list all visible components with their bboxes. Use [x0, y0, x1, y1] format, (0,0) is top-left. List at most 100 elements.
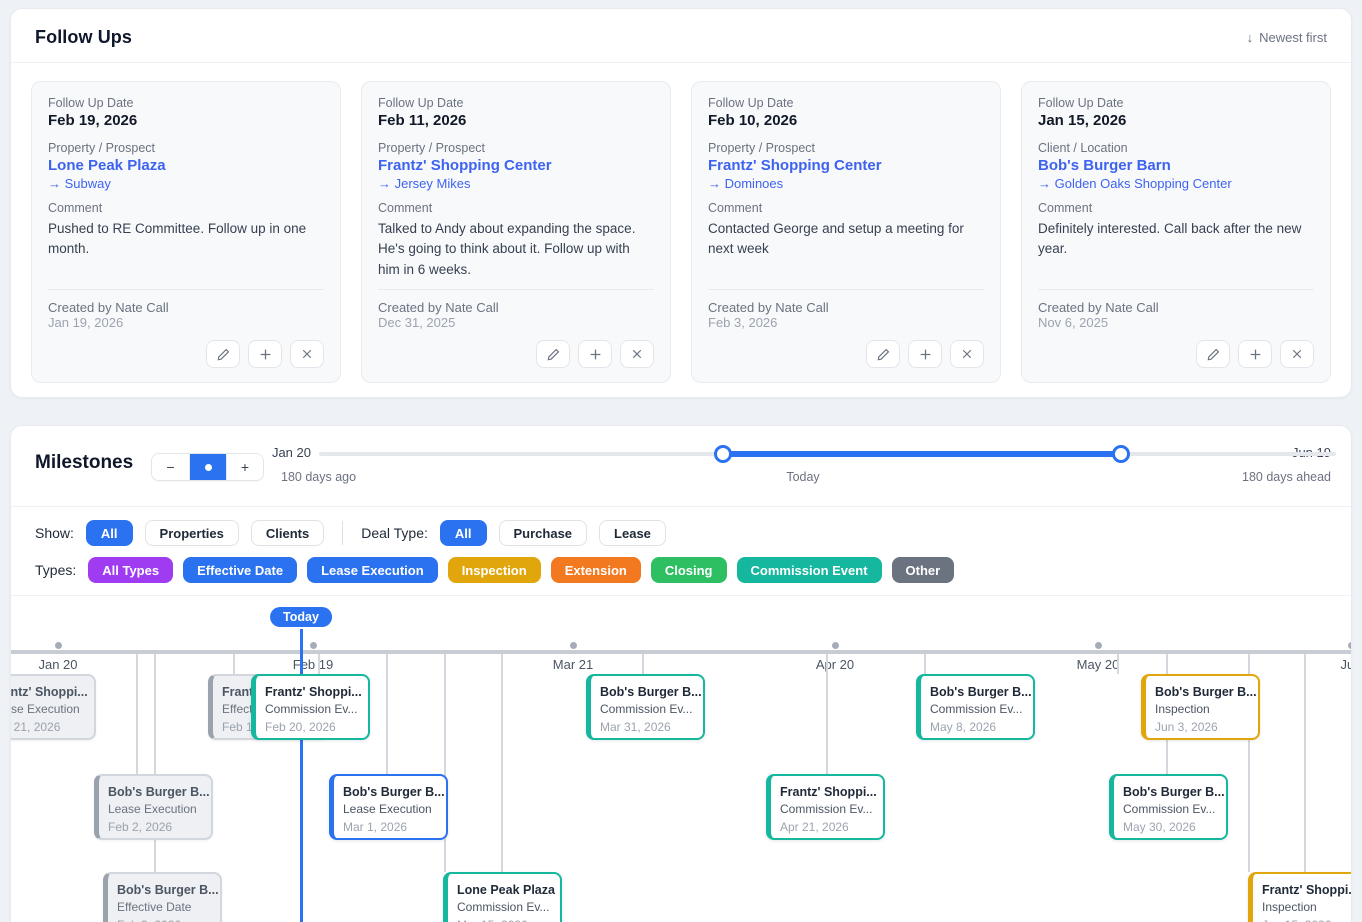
edit-button[interactable] [536, 340, 570, 368]
event-title: Bob's Burger B... [600, 685, 702, 699]
type-filter-chip[interactable]: All Types [88, 557, 174, 583]
month-tick-dot [570, 642, 577, 649]
zoom-reset-button[interactable] [189, 454, 226, 480]
milestone-event-card[interactable]: Bob's Burger B... Commission Ev... Mar 31,… [586, 674, 705, 740]
follow-up-date-label: Follow Up Date [1038, 96, 1124, 110]
type-filter-chip[interactable]: Other [891, 557, 955, 583]
type-filter-chip[interactable]: Extension [550, 557, 641, 583]
secondary-link[interactable]: → Dominoes [708, 176, 784, 191]
deal-type-filter-chip[interactable]: Purchase [498, 520, 588, 546]
add-button[interactable] [1238, 340, 1272, 368]
card-divider [48, 289, 324, 290]
created-by: Created by Nate Call [1038, 300, 1159, 315]
edit-button[interactable] [1196, 340, 1230, 368]
type-filter-chip[interactable]: Closing [650, 557, 727, 583]
primary-link[interactable]: Lone Peak Plaza [48, 157, 166, 174]
range-slider-handle-right[interactable] [1112, 445, 1130, 463]
types-filter-row: Types: All Types Effective Date Lease Exec… [35, 557, 1327, 583]
event-type: Effective Date [117, 900, 192, 915]
relation-label: Property / Prospect [708, 141, 815, 155]
zoom-in-button[interactable]: + [226, 454, 263, 480]
edit-button[interactable] [206, 340, 240, 368]
card-actions [378, 340, 654, 368]
event-connector-line [501, 654, 503, 872]
created-date: Dec 31, 2025 [378, 315, 456, 330]
event-date: Apr 21, 2026 [780, 819, 849, 834]
type-filter-chip[interactable]: Lease Execution [307, 557, 438, 583]
milestone-event-card[interactable]: Frantz' Shoppi...Lease ExecutionJan 21, … [11, 674, 96, 740]
sort-toggle[interactable]: ↓ Newest first [1247, 30, 1327, 45]
event-connector-line [1117, 654, 1119, 674]
plus-icon [259, 348, 272, 361]
show-filter-chip[interactable]: Properties [144, 520, 239, 546]
month-tick-dot [55, 642, 62, 649]
month-label: Feb 19 [292, 657, 334, 672]
event-connector-line [233, 654, 235, 674]
delete-button[interactable] [290, 340, 324, 368]
milestone-event-card[interactable]: Bob's Burger B...Commission Ev...May 30,… [1109, 774, 1228, 840]
milestone-event-card[interactable]: Frantz' Shoppi...Commission Ev...Apr 21,… [766, 774, 885, 840]
follow-up-date-label: Follow Up Date [378, 96, 464, 110]
types-filter-label: Types: [35, 562, 77, 578]
card-actions [48, 340, 324, 368]
created-date: Feb 3, 2026 [708, 315, 778, 330]
pencil-icon [1207, 348, 1220, 361]
delete-button[interactable] [1280, 340, 1314, 368]
type-filter-chip[interactable]: Inspection [447, 557, 541, 583]
event-title: Bob's Burger B... [108, 785, 210, 799]
show-filter-chip[interactable]: All [85, 520, 133, 546]
primary-link[interactable]: Bob's Burger Barn [1038, 157, 1171, 174]
month-tick-dot [1348, 642, 1351, 649]
deal-type-filter-chip[interactable]: All [439, 520, 487, 546]
close-icon [631, 348, 643, 360]
event-connector-line [642, 654, 644, 674]
add-button[interactable] [248, 340, 282, 368]
event-date: Mar 31, 2026 [600, 719, 671, 734]
edit-button[interactable] [866, 340, 900, 368]
follow-up-date-label: Follow Up Date [708, 96, 794, 110]
delete-button[interactable] [620, 340, 654, 368]
comment-label: Comment [48, 201, 103, 215]
zoom-out-button[interactable]: − [152, 454, 189, 480]
deal-type-filter-chip[interactable]: Lease [599, 520, 666, 546]
event-date: Feb 3, 2026 [117, 917, 211, 922]
deal-type-filter-label: Deal Type: [361, 525, 428, 541]
relation-label: Client / Location [1038, 141, 1128, 155]
type-filter-chip[interactable]: Effective Date [183, 557, 298, 583]
close-icon [1291, 348, 1303, 360]
dot-icon [204, 463, 212, 471]
range-slider-selected[interactable] [723, 451, 1121, 457]
comment-text: Definitely interested. Call back after t… [1038, 221, 1302, 257]
follow-up-date: Jan 15, 2026 [1038, 112, 1127, 129]
delete-button[interactable] [950, 340, 984, 368]
range-slider-handle-left[interactable] [714, 445, 732, 463]
primary-link[interactable]: Frantz' Shopping Center [378, 157, 552, 174]
created-date: Jan 19, 2026 [48, 315, 124, 330]
milestone-event-card[interactable]: Bob's Burger B...Commission Ev...May 8, … [916, 674, 1035, 740]
type-filter-chip[interactable]: Commission Event [736, 557, 882, 583]
secondary-link[interactable]: → Jersey Mikes [378, 176, 471, 191]
add-button[interactable] [908, 340, 942, 368]
secondary-link[interactable]: → Subway [48, 176, 111, 191]
event-type: Commission Ev... [930, 702, 1023, 717]
event-title: Bob's Burger B... [343, 785, 445, 799]
show-filter-chip[interactable]: Clients [250, 520, 325, 546]
event-type: Commission Ev... [1123, 802, 1216, 817]
event-type: Commission Ev... [600, 702, 693, 717]
milestones-header: Milestones − + Jan 20 180 days ago Jun 1… [11, 426, 1351, 506]
secondary-link[interactable]: → Golden Oaks Shopping Center [1038, 176, 1232, 191]
primary-link[interactable]: Frantz' Shopping Center [708, 157, 882, 174]
today-marker: Today [270, 607, 332, 627]
milestone-event-card[interactable]: Frantz' Shoppi...Commission Ev...Feb 20,… [251, 674, 370, 740]
event-title: Bob's Burger B... [1155, 685, 1257, 699]
range-end-sub: 180 days ahead [1242, 470, 1331, 484]
add-button[interactable] [578, 340, 612, 368]
